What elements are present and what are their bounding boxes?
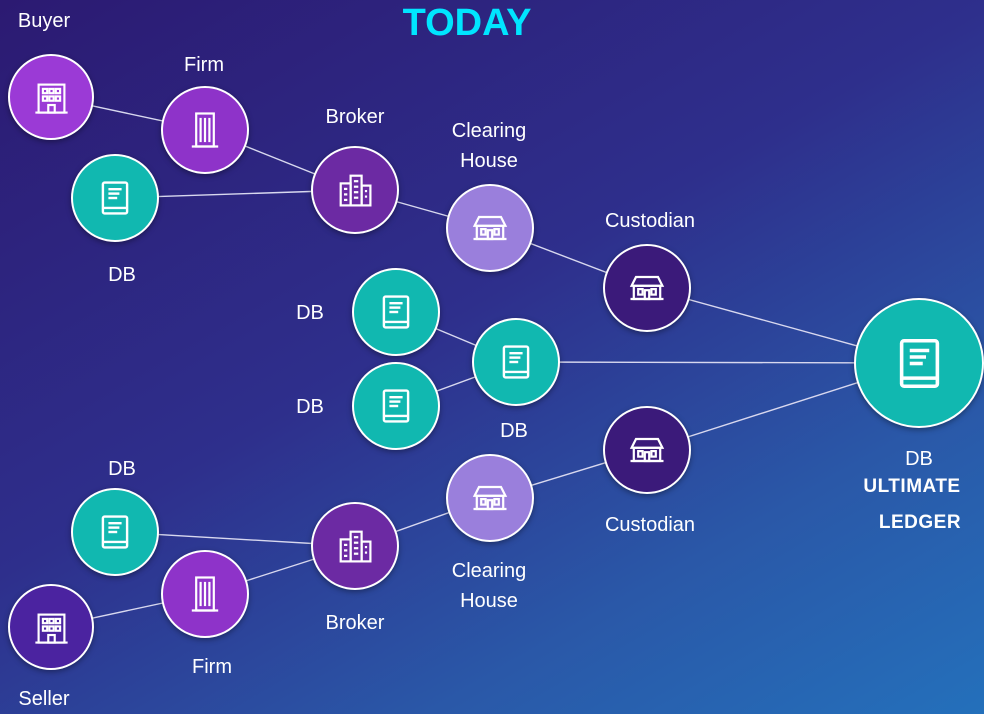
broker-top-label: Broker [325,106,385,128]
firm-bottom-label: Firm [192,656,232,678]
custodian-bottom-label: Custodian [604,514,696,536]
buyer-label: Buyer [17,10,71,32]
clearing-top-label-line1: Clearing [451,120,527,142]
db-mid-lower-label: DB [296,396,324,418]
clearing-house-top-node [446,184,534,272]
book-icon [887,331,952,396]
clearing-bottom-label-line2: House [460,590,518,612]
seller-label: Seller [18,688,70,710]
custodian-top-label: Custodian [604,210,696,232]
bank-house-icon [625,428,669,472]
building-icon [30,76,73,119]
book-icon [93,510,137,554]
clearing-bottom-label-line1: Clearing [451,560,527,582]
office-tower-icon [183,572,227,616]
db-mid-lower-node [352,362,440,450]
bank-house-icon [468,206,512,250]
db-bottom-label: DB [108,458,136,480]
book-icon [374,290,418,334]
db-mid-upper-node [352,268,440,356]
broker-bottom-node [311,502,399,590]
book-icon [494,340,538,384]
city-buildings-icon [333,524,377,568]
custodian-top-node [603,244,691,332]
book-icon [374,384,418,428]
seller-node [8,584,94,670]
broker-bottom-label: Broker [325,612,385,634]
firm-top-node [161,86,249,174]
firm-bottom-node [161,550,249,638]
clearing-top-label-line2: House [460,150,518,172]
bank-house-icon [625,266,669,310]
ledger-db-label: DB [905,448,933,470]
db-top-node [71,154,159,242]
edge-db_mid_center-to-ultimate_ledger [515,361,920,364]
ultimate-ledger-node [854,298,984,428]
city-buildings-icon [333,168,377,212]
db-bottom-node [71,488,159,576]
db-mid-center-node [472,318,560,406]
page-title: TODAY [402,2,532,44]
custodian-bottom-node [603,406,691,494]
db-mid-upper-label: DB [296,302,324,324]
bank-house-icon [468,476,512,520]
ledger-title-line1: ULTIMATE [863,476,961,497]
broker-top-node [311,146,399,234]
db-mid-center-label: DB [500,420,528,442]
building-icon [30,606,73,649]
clearing-house-bottom-node [446,454,534,542]
firm-top-label: Firm [184,54,224,76]
ledger-title-line2: LEDGER [878,512,962,533]
buyer-node [8,54,94,140]
office-tower-icon [183,108,227,152]
db-top-label: DB [108,264,136,286]
book-icon [93,176,137,220]
